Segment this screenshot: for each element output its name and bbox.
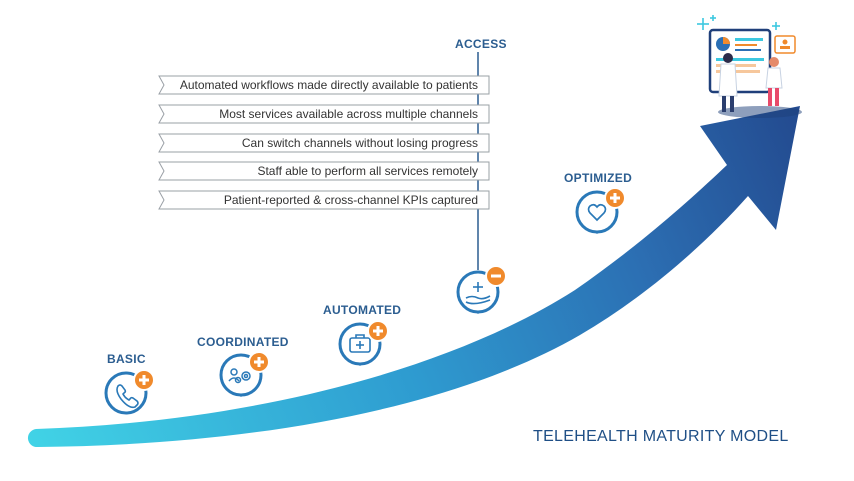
access-feature-item: Patient-reported & cross-channel KPIs ca… (158, 190, 490, 210)
doctor-patient-illustration (697, 15, 796, 112)
feature-text: Most services available across multiple … (219, 107, 478, 121)
heart-icon (587, 203, 607, 222)
stage-label-basic: BASIC (107, 352, 146, 366)
medical-kit-icon (349, 334, 371, 353)
stage-label-optimized: OPTIMIZED (564, 171, 633, 185)
coordinated-plus-badge (248, 351, 270, 373)
access-feature-item: Automated workflows made directly availa… (158, 75, 490, 95)
platform-shadow (718, 106, 802, 118)
feature-text: Patient-reported & cross-channel KPIs ca… (223, 193, 478, 207)
stage-label-automated: AUTOMATED (323, 303, 402, 317)
feature-box-shape (158, 133, 490, 153)
feature-box-shape (158, 104, 490, 124)
feature-box-shape (158, 161, 490, 181)
feature-text: Automated workflows made directly availa… (179, 78, 478, 92)
gears-people-icon (228, 368, 251, 384)
access-feature-item: Most services available across multiple … (158, 104, 490, 124)
diagram-title: TELEHEALTH MATURITY MODEL (533, 428, 789, 445)
phone-icon (116, 384, 139, 409)
feature-box-shape (158, 190, 490, 210)
feature-box-shape (158, 75, 490, 95)
stage-label-access: ACCESS (455, 37, 507, 51)
automated-plus-badge (367, 320, 389, 342)
hand-care-icon (465, 282, 491, 305)
stage-label-coordinated: COORDINATED (197, 335, 289, 349)
access-minus-badge (485, 265, 507, 287)
maturity-arrow (27, 106, 800, 448)
optimized-plus-badge (604, 187, 626, 209)
feature-text: Staff able to perform all services remot… (257, 164, 478, 178)
access-feature-item: Staff able to perform all services remot… (158, 161, 490, 181)
basic-plus-badge (133, 369, 155, 391)
access-feature-item: Can switch channels without losing progr… (158, 133, 490, 153)
feature-text: Can switch channels without losing progr… (241, 136, 478, 150)
